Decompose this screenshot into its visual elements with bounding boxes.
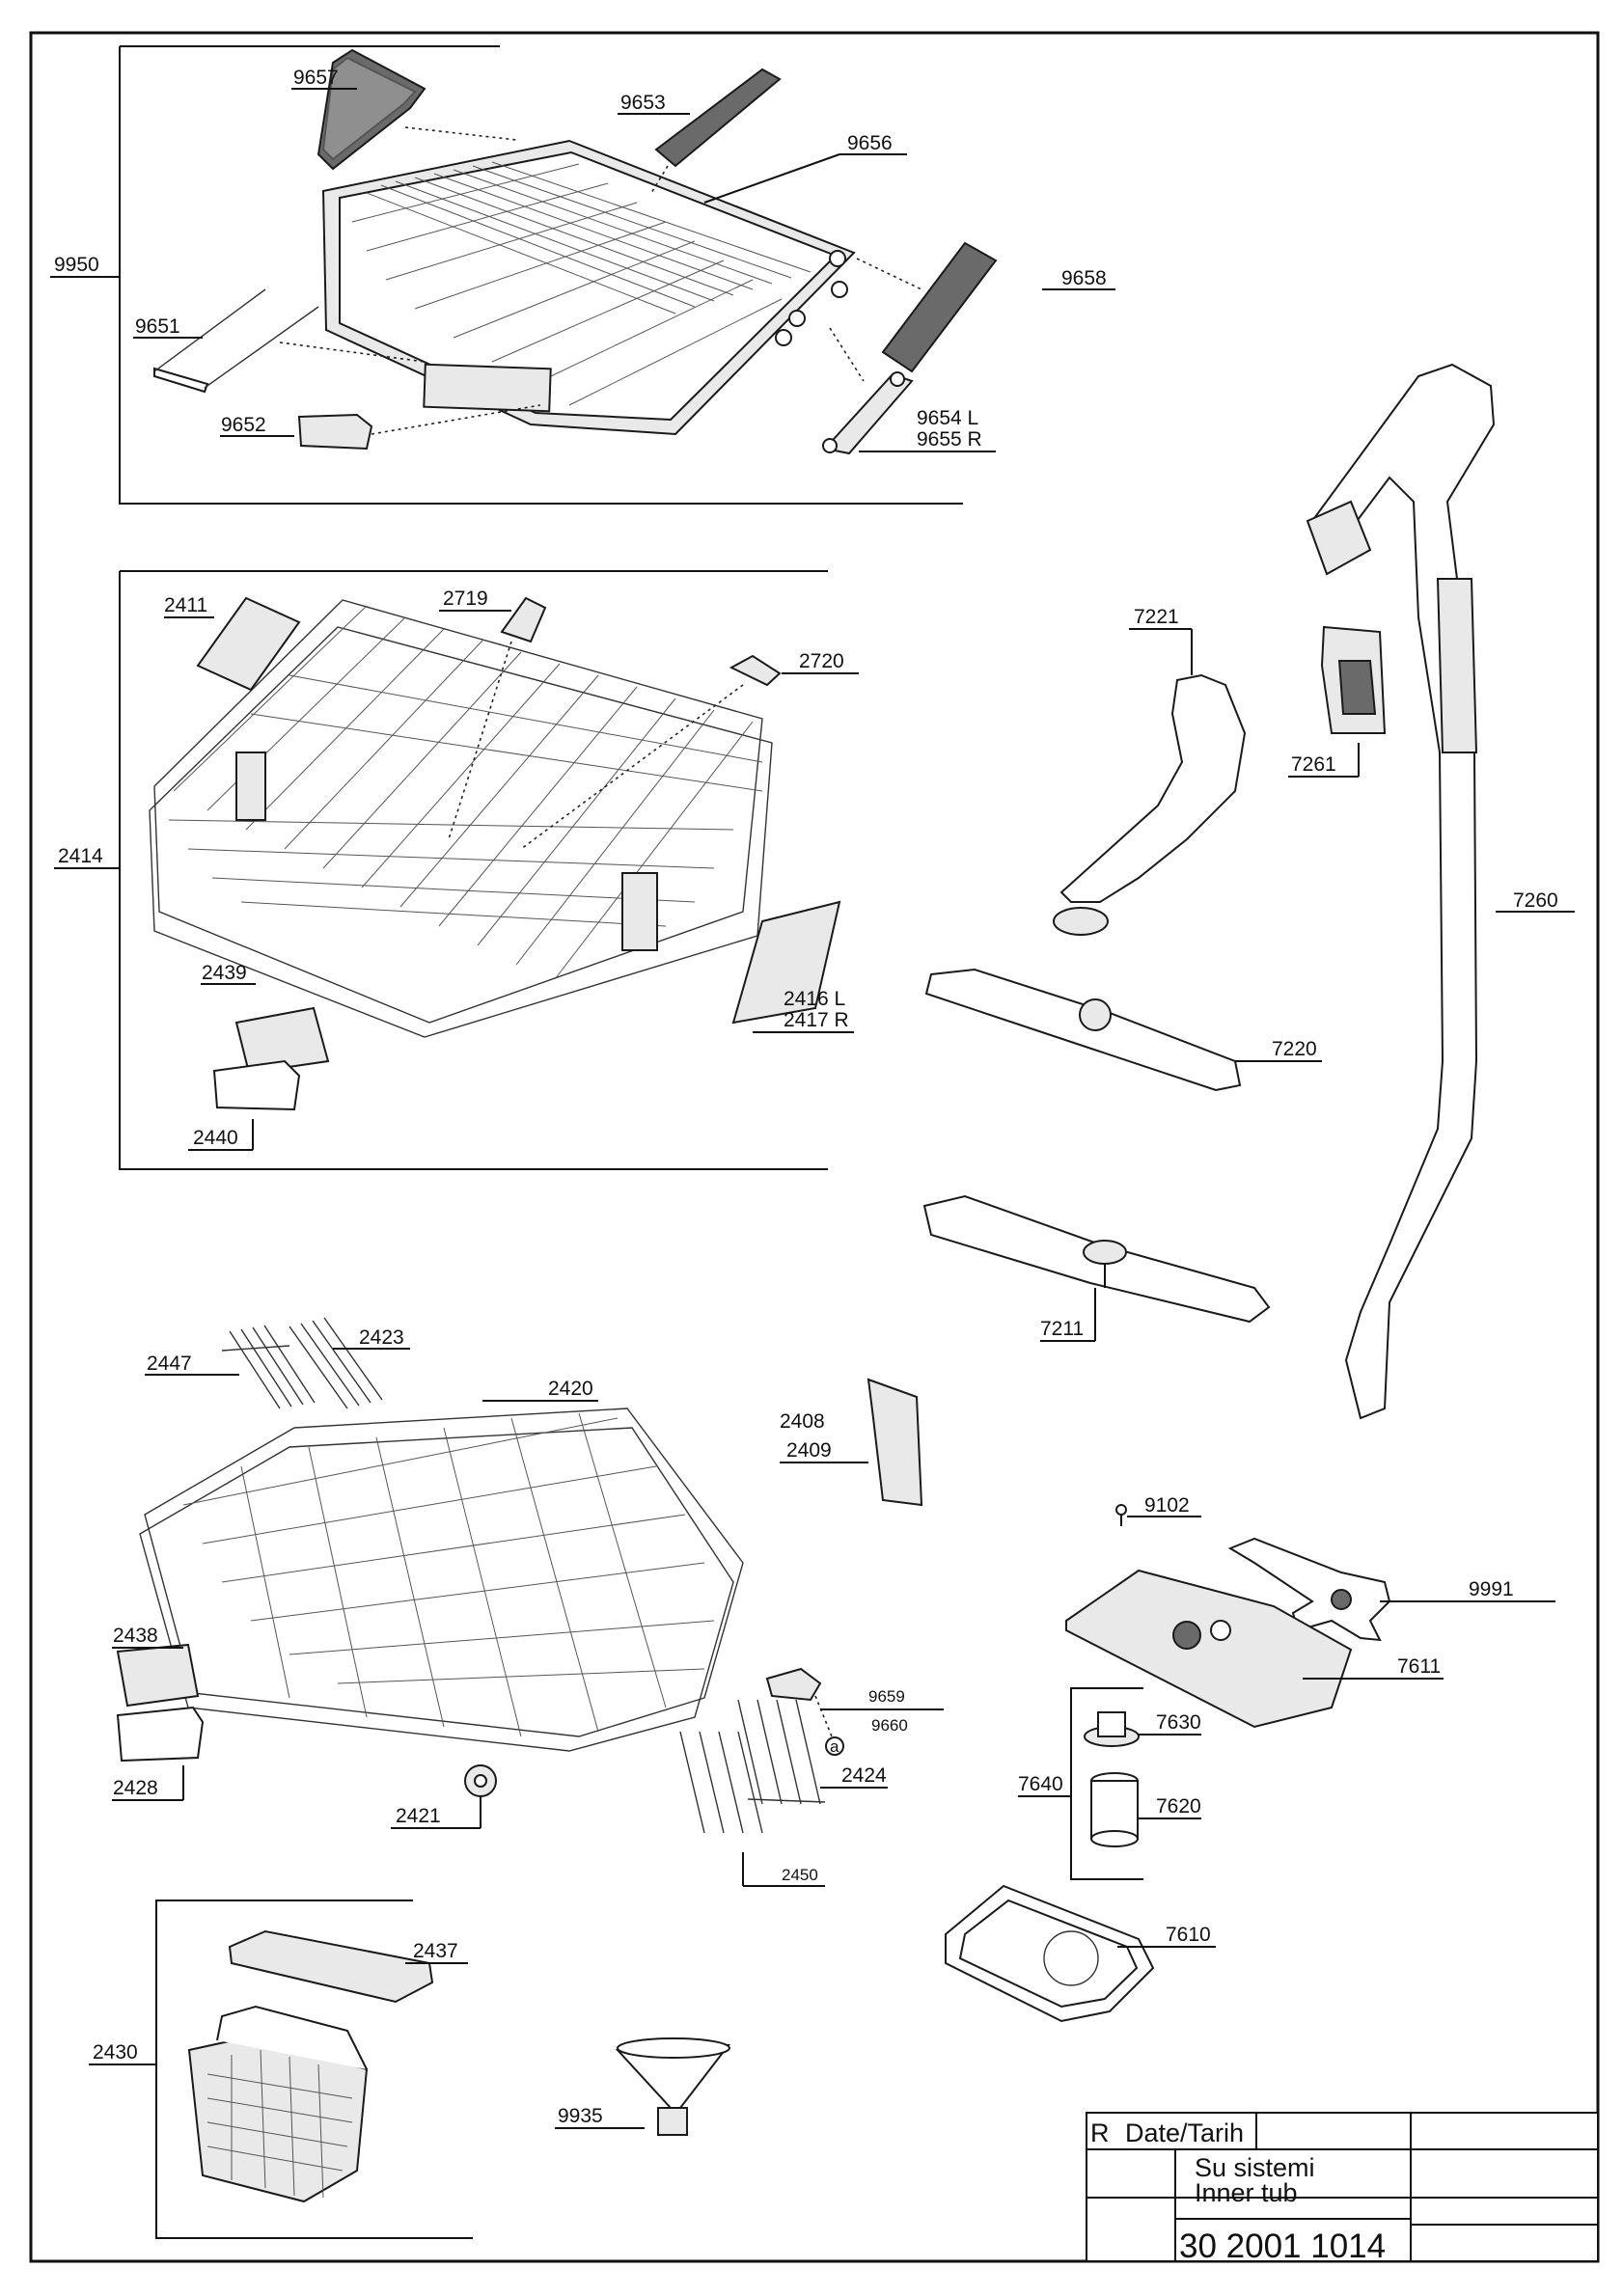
part-7640-filter-assembly: 7640 7630 7620 — [1018, 1687, 1201, 1880]
group-2430-cutlery-basket: 2430 2437 — [89, 1900, 473, 2239]
label-2439: 2439 — [202, 962, 247, 984]
part-2447-tine-row: 2447 — [145, 1325, 316, 1409]
part-2719-clip: 2719 — [439, 588, 547, 840]
label-2428: 2428 — [113, 1777, 158, 1799]
part-2439-clip: 2439 — [201, 962, 330, 1075]
label-2720: 2720 — [799, 650, 844, 672]
part-2423-tine-row: 2423 — [289, 1317, 410, 1409]
label-2409: 2409 — [786, 1439, 832, 1462]
label-9659: 9659 — [868, 1687, 905, 1706]
label-7611: 7611 — [1397, 1655, 1441, 1678]
label-2420: 2420 — [548, 1378, 593, 1400]
label-2423: 2423 — [359, 1326, 404, 1349]
part-7261-bracket: 7261 — [1288, 625, 1387, 778]
label-7261: 7261 — [1291, 753, 1336, 776]
label-9653: 9653 — [620, 92, 666, 114]
part-9653-cutlery-insert: 9653 — [618, 68, 782, 194]
part-9652-clip: 9652 — [220, 404, 541, 451]
part-2408-2409-bracket: 2408 2409 — [780, 1378, 923, 1507]
part-7611-sump-cover: 7611 — [1065, 1569, 1444, 1729]
sheet-border — [29, 31, 1600, 2263]
title-name-tr: Su sistemi — [1195, 2153, 1315, 2182]
label-2430: 2430 — [93, 2041, 138, 2064]
label-a: a — [830, 1737, 839, 1756]
part-2428-clip: 2428 — [112, 1706, 205, 1801]
label-2440: 2440 — [193, 1127, 238, 1149]
group-9950-upper-tray: 9950 9657 — [50, 45, 1115, 505]
label-7211: 7211 — [1040, 1318, 1084, 1340]
part-2720-clip: 2720 — [520, 650, 859, 850]
basket-body — [187, 2005, 369, 2203]
part-2411-holder: 2411 — [164, 594, 301, 692]
part-2450-tine-row: 2450 — [679, 1731, 825, 1887]
part-7221-upper-pipe: 7221 — [1053, 606, 1247, 936]
part-2420-lower-basket: 2420 — [139, 1378, 744, 1752]
label-2719: 2719 — [443, 588, 488, 610]
part-2424-tine-row: 2424 — [737, 1699, 888, 1805]
title-date-label: Date/Tarih — [1125, 2118, 1244, 2147]
part-9991-bracket: 9991 — [1227, 1537, 1555, 1642]
label-2411: 2411 — [164, 594, 207, 616]
title-drawing-number: 30 2001 1014 — [1179, 2228, 1386, 2265]
label-9655: 9655 R — [917, 428, 982, 451]
title-revision: R — [1090, 2118, 1110, 2147]
label-9654: 9654 L — [917, 407, 978, 429]
part-2421-wheel: 2421 — [391, 1764, 497, 1829]
part-9102-screw: 9102 — [1115, 1494, 1201, 1526]
label-9991: 9991 — [1469, 1578, 1514, 1600]
label-2447: 2447 — [147, 1353, 192, 1375]
group-2414-upper-basket: 2414 2411 — [54, 570, 859, 1170]
label-9102: 9102 — [1144, 1494, 1190, 1517]
part-2437-basket-lid: 2437 — [228, 1929, 468, 2004]
label-7610: 7610 — [1166, 1924, 1211, 1946]
label-2421: 2421 — [396, 1805, 441, 1827]
label-9950: 9950 — [54, 254, 99, 276]
label-9656: 9656 — [847, 132, 893, 154]
label-2438: 2438 — [113, 1625, 158, 1647]
part-9935-funnel: 9935 — [555, 2037, 731, 2136]
part-7610-gasket: 7610 — [945, 1884, 1216, 2023]
part-9659-9660-clip: a 9659 9660 — [765, 1667, 944, 1756]
label-2408: 2408 — [780, 1410, 825, 1433]
label-9660: 9660 — [871, 1716, 908, 1735]
title-block: R Date/Tarih Su sistemi Inner tub 30 200… — [1086, 2112, 1599, 2265]
label-9658: 9658 — [1061, 267, 1107, 289]
label-2424: 2424 — [841, 1764, 887, 1787]
label-9651: 9651 — [135, 315, 180, 338]
part-7620-filter-cup: 7620 — [1090, 1772, 1201, 1847]
title-name-en: Inner tub — [1195, 2178, 1298, 2207]
label-7630: 7630 — [1156, 1711, 1201, 1734]
upper-basket-wire — [149, 599, 773, 1038]
upper-tray-frame — [321, 139, 856, 436]
part-9651-wire-holder: 9651 — [133, 288, 426, 394]
part-7630-filter-top: 7630 — [1084, 1711, 1201, 1747]
part-2440-clip: 2440 — [188, 1059, 301, 1151]
part-2438-clip: 2438 — [112, 1625, 200, 1708]
label-2450: 2450 — [782, 1866, 818, 1884]
label-9657: 9657 — [293, 67, 339, 89]
label-7260: 7260 — [1513, 889, 1558, 912]
label-2417: 2417 R — [784, 1009, 849, 1031]
label-2437: 2437 — [413, 1940, 458, 1962]
label-9652: 9652 — [221, 414, 266, 436]
label-7220: 7220 — [1272, 1038, 1317, 1060]
part-9658-cutlery-insert: 9658 — [856, 241, 1115, 373]
label-2414: 2414 — [58, 845, 103, 867]
part-7260-feed-pipe: 7260 — [1306, 363, 1575, 1420]
part-7211-lower-spray-arm: 7211 — [922, 1194, 1271, 1342]
part-9654-9655-rail: 9654 L 9655 R — [822, 327, 996, 455]
label-7620: 7620 — [1156, 1795, 1201, 1818]
part-7220-upper-spray-arm: 7220 — [924, 968, 1322, 1092]
label-9935: 9935 — [558, 2105, 603, 2127]
label-2416: 2416 L — [784, 988, 845, 1010]
part-2416-2417-rail: 2416 L 2417 R — [731, 900, 854, 1033]
label-7640: 7640 — [1018, 1773, 1063, 1795]
label-7221: 7221 — [1134, 606, 1179, 628]
part-9657-cutlery-insert: 9657 — [291, 48, 517, 171]
